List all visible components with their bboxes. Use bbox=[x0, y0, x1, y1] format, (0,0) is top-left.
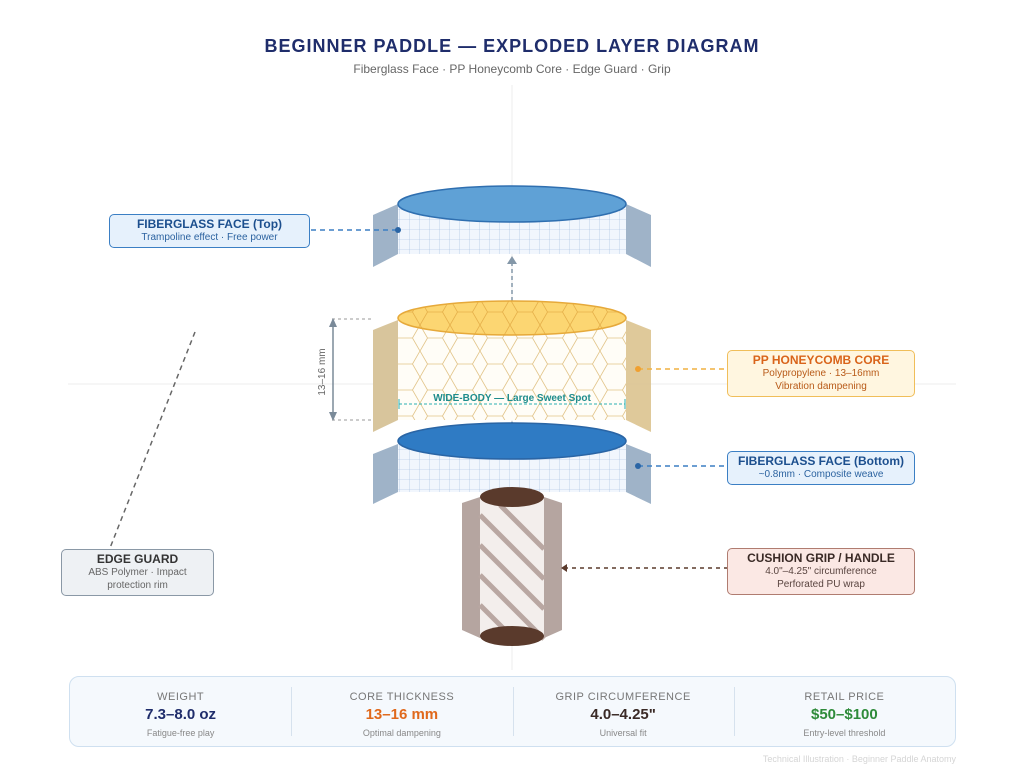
stat-value: 4.0–4.25" bbox=[590, 706, 656, 723]
callout-honeycomb-core: PP HONEYCOMB CORE Polypropylene · 13–16m… bbox=[727, 350, 915, 397]
stat-note: Optimal dampening bbox=[362, 728, 441, 738]
honeycomb-core-layer bbox=[373, 300, 651, 432]
callout-subtitle: 4.0"–4.25" circumference bbox=[765, 566, 877, 577]
callout-title: EDGE GUARD bbox=[96, 552, 179, 566]
stat-grip-circumference: GRIP CIRCUMFERENCE 4.0–4.25" Universal f… bbox=[512, 677, 734, 746]
stat-note: Universal fit bbox=[599, 728, 647, 738]
callout-title: PP HONEYCOMB CORE bbox=[752, 353, 890, 367]
sweet-spot-label: WIDE-BODY — Large Sweet Spot bbox=[433, 393, 591, 404]
callout-subtitle: ~0.8mm · Composite weave bbox=[758, 469, 884, 480]
stat-value: 7.3–8.0 oz bbox=[145, 706, 217, 723]
spec-summary-panel: WEIGHT 7.3–8.0 oz Fatigue-free play CORE… bbox=[69, 676, 956, 747]
stat-label: RETAIL PRICE bbox=[804, 691, 885, 703]
stat-label: WEIGHT bbox=[157, 691, 205, 703]
stat-core-thickness: CORE THICKNESS 13–16 mm Optimal dampenin… bbox=[291, 677, 512, 746]
stat-value: 13–16 mm bbox=[365, 706, 439, 723]
page-subtitle: Fiberglass Face · PP Honeycomb Core · Ed… bbox=[353, 62, 671, 76]
callout-edge-guard: EDGE GUARD ABS Polymer · Impact protecti… bbox=[61, 549, 214, 596]
footer-caption: Technical Illustration · Beginner Paddle… bbox=[762, 754, 956, 764]
stat-value: $50–$100 bbox=[811, 706, 878, 723]
stat-note: Entry-level threshold bbox=[803, 728, 886, 738]
dimension-label: 13–16 mm bbox=[317, 348, 328, 395]
callout-title: CUSHION GRIP / HANDLE bbox=[747, 551, 895, 565]
callout-subtitle: Polypropylene · 13–16mm bbox=[762, 368, 880, 379]
stat-label: CORE THICKNESS bbox=[349, 691, 455, 703]
stat-weight: WEIGHT 7.3–8.0 oz Fatigue-free play bbox=[70, 677, 291, 746]
callout-subtitle: protection rim bbox=[107, 580, 168, 591]
callout-cushion-grip: CUSHION GRIP / HANDLE 4.0"–4.25" circumf… bbox=[727, 548, 915, 595]
callout-title: FIBERGLASS FACE (Bottom) bbox=[738, 454, 904, 468]
callout-fiberglass-face-top: FIBERGLASS FACE (Top) Trampoline effect … bbox=[109, 214, 310, 248]
grip-handle bbox=[462, 487, 562, 646]
fiberglass-face-bottom-layer bbox=[373, 422, 651, 504]
callout-subtitle: Trampoline effect · Free power bbox=[141, 232, 278, 243]
stat-retail-price: RETAIL PRICE $50–$100 Entry-level thresh… bbox=[733, 677, 955, 746]
stat-note: Fatigue-free play bbox=[146, 728, 215, 738]
stat-label: GRIP CIRCUMFERENCE bbox=[555, 691, 691, 703]
fiberglass-face-top-layer bbox=[373, 185, 651, 267]
page-title: BEGINNER PADDLE — EXPLODED LAYER DIAGRAM bbox=[264, 36, 760, 56]
callout-subtitle: Vibration dampening bbox=[775, 381, 867, 392]
callout-fiberglass-face-bottom: FIBERGLASS FACE (Bottom) ~0.8mm · Compos… bbox=[727, 451, 915, 485]
sweet-spot-indicator: WIDE-BODY — Large Sweet Spot bbox=[398, 393, 626, 409]
callout-title: FIBERGLASS FACE (Top) bbox=[136, 217, 283, 231]
core-thickness-dimension: 13–16 mm bbox=[317, 318, 373, 421]
callout-subtitle: ABS Polymer · Impact bbox=[88, 567, 187, 578]
callout-subtitle: Perforated PU wrap bbox=[777, 579, 865, 590]
